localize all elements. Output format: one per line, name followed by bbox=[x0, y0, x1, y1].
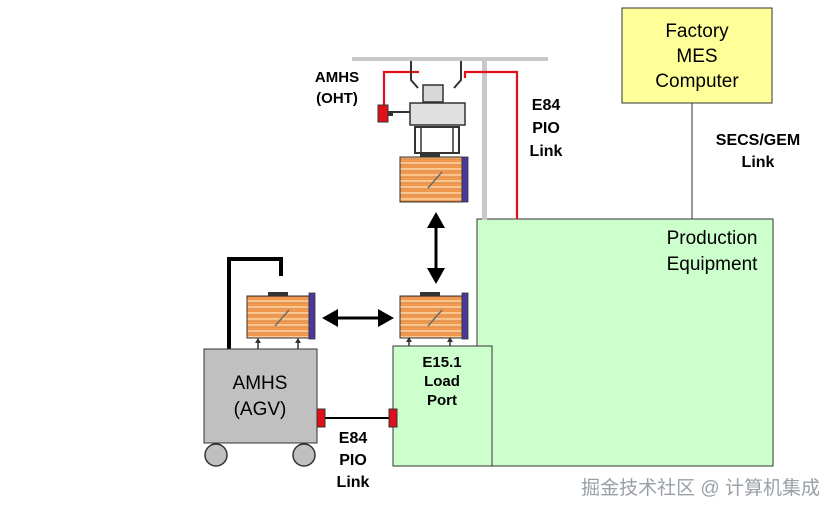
factory-mes-label-1: Factory bbox=[665, 21, 729, 42]
e84-top-label-2: PIO bbox=[532, 120, 560, 137]
amhs-oht-label-1: AMHS bbox=[315, 69, 359, 86]
agv-label-1: AMHS bbox=[233, 373, 288, 394]
agv-body bbox=[203, 348, 318, 444]
e84-bottom-label-3: Link bbox=[337, 474, 370, 491]
production-equipment-box bbox=[476, 218, 774, 467]
oht-vehicle bbox=[377, 61, 466, 154]
agv-arm bbox=[227, 257, 283, 349]
load-port-label-3: Port bbox=[427, 392, 457, 409]
carrier-load-port bbox=[399, 292, 469, 346]
factory-mes-label-3: Computer bbox=[655, 71, 739, 92]
agv-label-2: (AGV) bbox=[234, 399, 287, 420]
e84-bottom-label-1: E84 bbox=[339, 430, 368, 447]
agv-wheel-left bbox=[204, 443, 228, 467]
horizontal-transfer-arrow bbox=[322, 309, 394, 327]
production-equipment-label-1: Production bbox=[667, 228, 758, 249]
e84-pio-link-top-line2 bbox=[382, 70, 419, 108]
e84-top-label-3: Link bbox=[530, 143, 563, 160]
secs-gem-label-2: Link bbox=[742, 154, 775, 171]
e84-pio-link-top-line bbox=[463, 70, 519, 219]
load-port-label-2: Load bbox=[424, 373, 460, 390]
amhs-oht-label-2: (OHT) bbox=[316, 90, 358, 107]
load-port-box bbox=[392, 345, 493, 467]
agv-pio-connector bbox=[316, 408, 326, 428]
watermark: 掘金技术社区 @ 计算机集成 bbox=[581, 477, 820, 499]
load-port-label-1: E15.1 bbox=[422, 354, 461, 371]
carrier-agv bbox=[246, 292, 316, 349]
factory-mes-label-2: MES bbox=[676, 46, 717, 67]
production-equipment-label-2: Equipment bbox=[667, 254, 759, 275]
agv-wheel-right bbox=[292, 443, 316, 467]
factory-mes-box bbox=[621, 7, 773, 104]
vertical-transfer-arrow bbox=[427, 212, 445, 284]
secs-gem-label-1: SECS/GEM bbox=[716, 132, 800, 149]
overhead-rail bbox=[352, 57, 548, 61]
loadport-pio-connector bbox=[388, 408, 398, 428]
e84-top-label-1: E84 bbox=[532, 97, 561, 114]
carrier-oht bbox=[399, 153, 469, 203]
e84-bottom-label-2: PIO bbox=[339, 452, 367, 469]
overhead-rail-post bbox=[482, 60, 487, 220]
